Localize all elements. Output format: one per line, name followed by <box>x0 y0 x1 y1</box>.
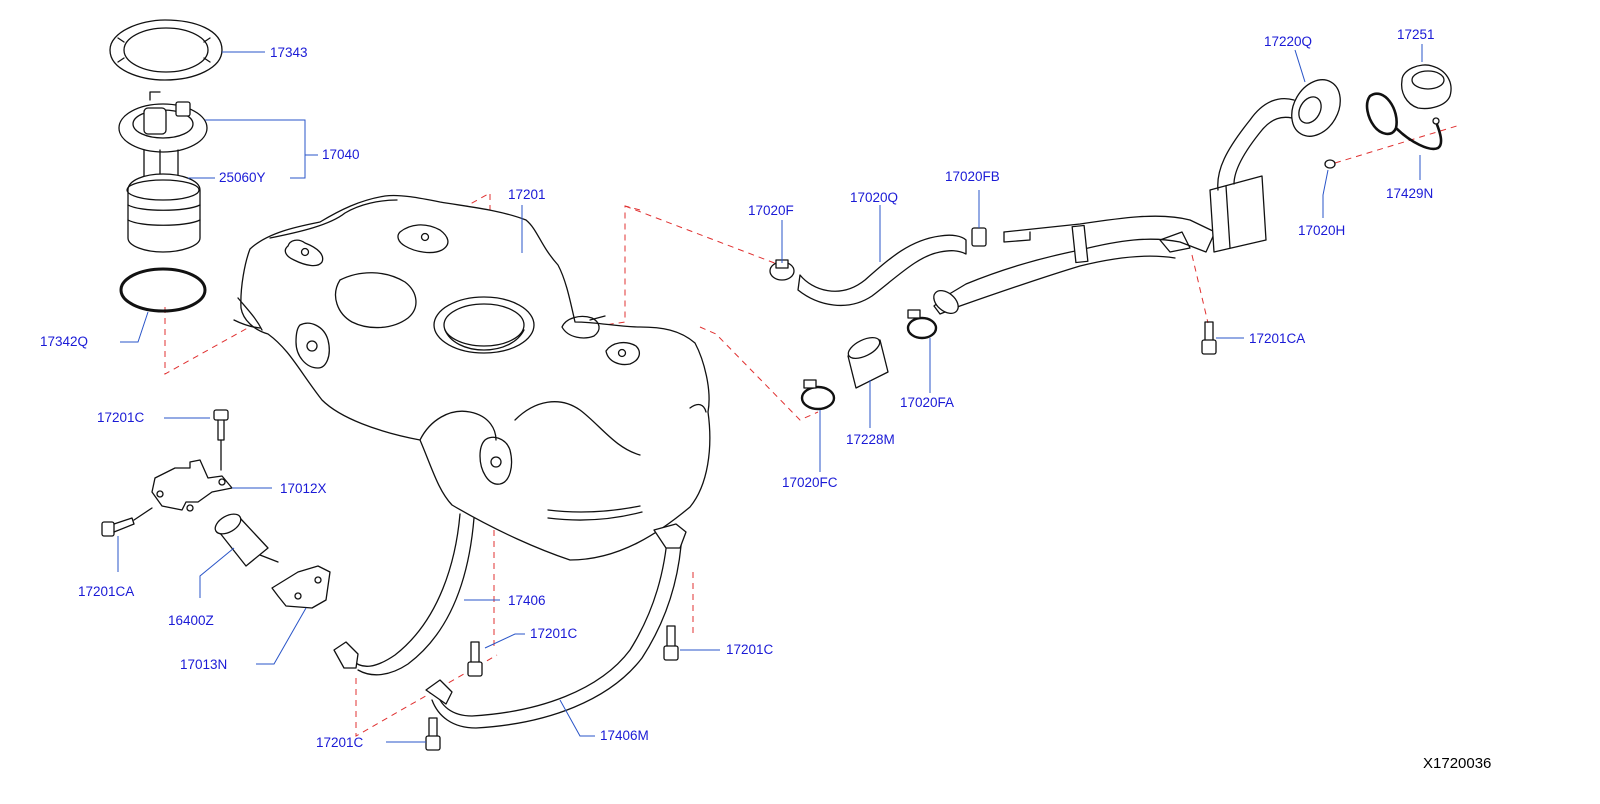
tank-strap-17406 <box>333 513 475 676</box>
fuel-pump-module <box>118 91 208 253</box>
label-16400Z: 16400Z <box>168 613 214 628</box>
leader-lines <box>117 44 1423 743</box>
label-17201: 17201 <box>508 187 546 202</box>
label-17012X: 17012X <box>280 481 327 496</box>
tank-strap-17406M <box>425 523 687 729</box>
label-17201C-strap-left: 17201C <box>530 626 578 641</box>
fuel-cap-17251 <box>1400 64 1452 110</box>
hose-17228M <box>847 336 889 389</box>
label-17020FB: 17020FB <box>945 169 1000 184</box>
filter-clip <box>271 565 331 609</box>
label-25060Y: 25060Y <box>219 170 266 185</box>
strap-bolts <box>425 625 679 751</box>
label-17201C-bracket: 17201C <box>97 410 145 425</box>
label-17020F: 17020F <box>748 203 794 218</box>
fuel-filter-bracket <box>151 459 233 512</box>
label-17020H: 17020H <box>1298 223 1345 238</box>
label-17020FC: 17020FC <box>782 475 838 490</box>
hose-17020Q <box>797 234 967 307</box>
label-17429N: 17429N <box>1386 186 1433 201</box>
cap-tether-17429N <box>1365 92 1443 151</box>
label-17342Q: 17342Q <box>40 334 88 349</box>
fuel-filter <box>214 513 279 567</box>
label-17201C-strap-right: 17201C <box>726 642 774 657</box>
fuel-pump-ring <box>109 19 223 81</box>
clamp-17020FA <box>906 309 938 340</box>
label-17201CA-right: 17201CA <box>1249 331 1305 346</box>
label-17251: 17251 <box>1397 27 1435 42</box>
clamp-17020FC <box>800 379 836 411</box>
label-17201CA-left: 17201CA <box>78 584 134 599</box>
label-17040: 17040 <box>322 147 360 162</box>
label-17013N: 17013N <box>180 657 227 672</box>
label-17201C-bottom: 17201C <box>316 735 364 750</box>
grommet-17020H <box>1324 159 1336 169</box>
fuel-tank <box>233 194 711 561</box>
filler-pipe <box>933 215 1216 315</box>
clamp-17020FB <box>971 227 987 247</box>
label-17406M: 17406M <box>600 728 649 743</box>
part-labels: 17343 17040 25060Y 17342Q 17201 17201C 1… <box>40 27 1491 772</box>
bolts-left <box>101 409 229 537</box>
label-17343: 17343 <box>270 45 308 60</box>
filler-neck-17220Q <box>1209 79 1341 253</box>
bolt-17201CA-right <box>1201 321 1217 355</box>
label-17220Q: 17220Q <box>1264 34 1312 49</box>
label-17228M: 17228M <box>846 432 895 447</box>
pump-o-ring <box>119 267 207 313</box>
label-17020Q: 17020Q <box>850 190 898 205</box>
label-17020FA: 17020FA <box>900 395 954 410</box>
label-17406: 17406 <box>508 593 546 608</box>
diagram-reference-code: X1720036 <box>1423 755 1491 772</box>
